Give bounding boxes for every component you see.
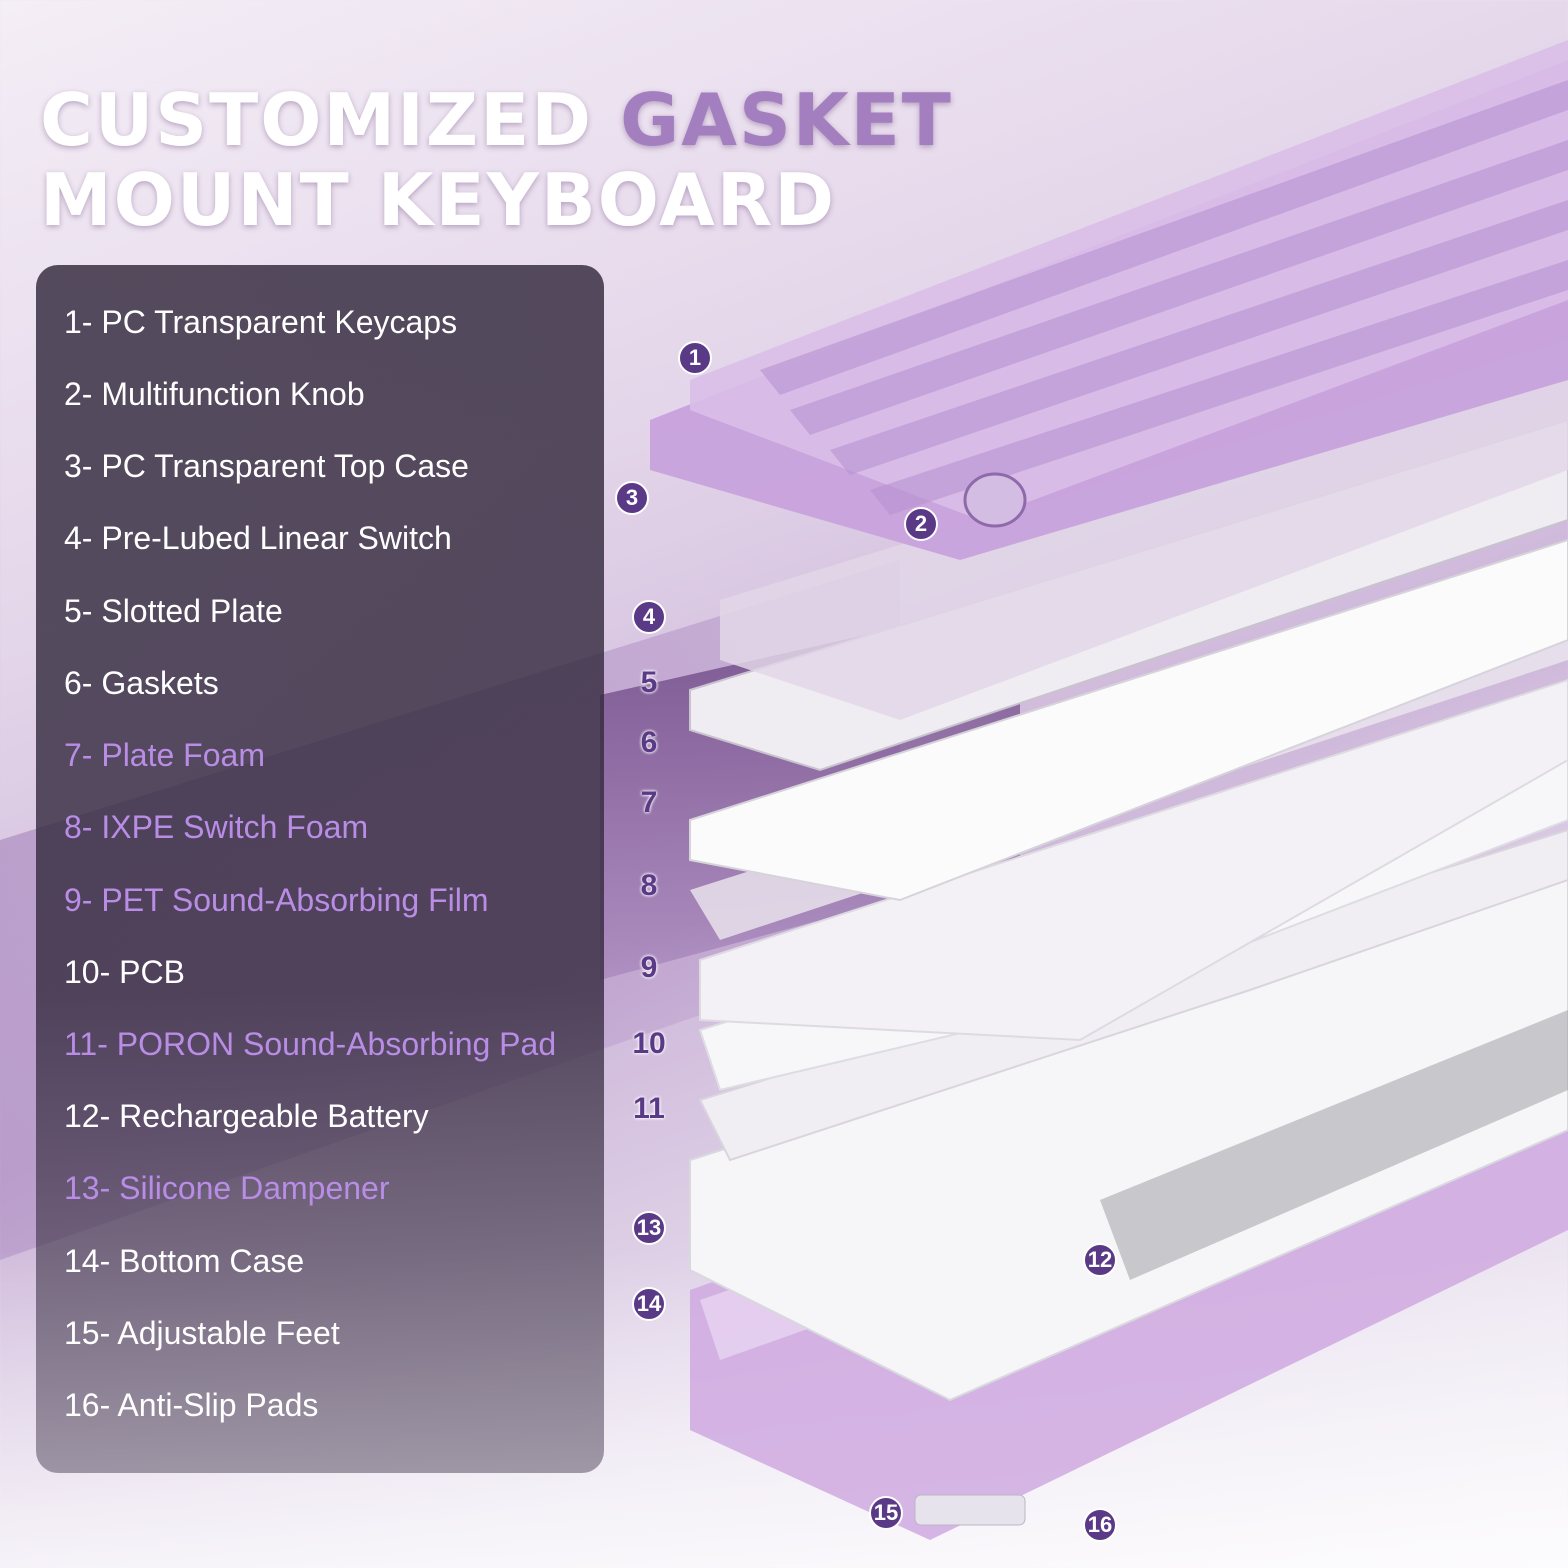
legend-item: 6- Gaskets (64, 665, 219, 701)
callout-marker: 11 (633, 1092, 665, 1125)
legend-item: 3- PC Transparent Top Case (64, 448, 469, 484)
callout-marker: 12 (1083, 1243, 1117, 1277)
callout-marker: 6 (640, 726, 658, 759)
component-legend-panel (36, 265, 604, 1473)
legend-item: 9- PET Sound-Absorbing Film (64, 882, 489, 918)
callout-marker: 2 (904, 507, 938, 541)
legend-item: 11- PORON Sound-Absorbing Pad (64, 1026, 557, 1062)
legend-item: 10- PCB (64, 954, 185, 990)
callout-marker: 10 (632, 1027, 666, 1060)
legend-item: 14- Bottom Case (64, 1243, 305, 1279)
headline: CUSTOMIZED GASKET MOUNT KEYBOARD (40, 80, 953, 240)
callout-marker: 15 (869, 1496, 903, 1530)
legend-item: 13- Silicone Dampener (64, 1170, 390, 1206)
callout-marker: 1 (678, 341, 712, 375)
headline-line-1: CUSTOMIZED GASKET (40, 80, 953, 160)
legend-item: 16- Anti-Slip Pads (64, 1387, 319, 1423)
legend-item: 2- Multifunction Knob (64, 376, 365, 412)
callout-marker: 13 (632, 1211, 666, 1245)
legend-item: 15- Adjustable Feet (64, 1315, 340, 1351)
legend-item: 8- IXPE Switch Foam (64, 809, 369, 845)
headline-accent: GASKET (620, 78, 953, 162)
legend-item: 5- Slotted Plate (64, 593, 283, 629)
callout-marker: 4 (632, 600, 666, 634)
callout-marker: 8 (640, 869, 658, 902)
headline-prefix: CUSTOMIZED (40, 78, 594, 162)
callout-marker: 7 (640, 786, 658, 819)
callout-marker: 9 (640, 951, 658, 984)
callout-marker: 3 (615, 481, 649, 515)
callout-marker: 14 (632, 1287, 666, 1321)
legend-item: 12- Rechargeable Battery (64, 1098, 429, 1134)
legend-item: 1- PC Transparent Keycaps (64, 304, 458, 340)
legend-item: 7- Plate Foam (64, 737, 265, 773)
legend-item: 4- Pre-Lubed Linear Switch (64, 520, 452, 556)
knob (963, 472, 1027, 528)
callout-marker: 5 (640, 666, 658, 699)
headline-line-2: MOUNT KEYBOARD (40, 158, 836, 242)
callout-marker: 16 (1083, 1508, 1117, 1542)
